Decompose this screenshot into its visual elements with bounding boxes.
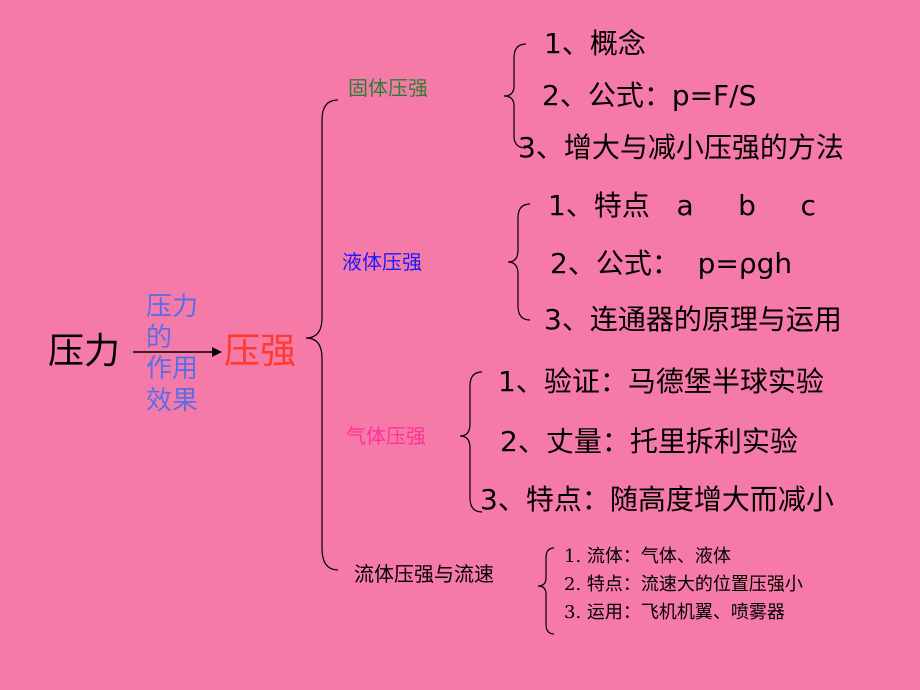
- arrow-head: [212, 347, 222, 357]
- branch-liquid-label: 液体压强: [342, 250, 422, 274]
- brace-liquid: [507, 203, 531, 321]
- target-label: 压强: [224, 331, 297, 372]
- arrow-label-line: 压力: [146, 292, 199, 322]
- liquid-item: 1、特点 a b c: [548, 189, 816, 222]
- solid-item: 1、概念: [544, 27, 646, 60]
- liquid-item: 2、公式： p=ρgh: [550, 247, 793, 280]
- solid-item: 2、公式：p=F/S: [542, 79, 757, 112]
- gas-item: 2、丈量：托里拆利实验: [500, 425, 798, 458]
- liquid-item: 3、连通器的原理与运用: [544, 303, 842, 336]
- brace-fluid: [537, 547, 555, 635]
- arrow-label-line: 的: [146, 323, 173, 354]
- solid-item: 3、增大与减小压强的方法: [518, 131, 844, 164]
- gas-item: 3、特点：随高度增大而减小: [480, 483, 834, 516]
- arrow-label-line: 作用: [146, 354, 199, 385]
- root-label: 压力: [48, 331, 121, 372]
- branch-solid-label: 固体压强: [348, 76, 428, 100]
- brace-gas: [459, 371, 483, 513]
- gas-item: 1、验证：马德堡半球实验: [498, 365, 824, 398]
- fluid-item: 3. 运用：飞机机翼、喷雾器: [564, 602, 785, 623]
- arrow-label-line: 效果: [146, 385, 199, 416]
- fluid-item: 1. 流体：气体、液体: [564, 546, 731, 567]
- branch-fluid-label: 流体压强与流速: [354, 562, 494, 586]
- brace-solid: [503, 43, 527, 149]
- branch-gas-label: 气体压强: [346, 424, 426, 448]
- main-brace: [305, 99, 339, 571]
- arrow-label: 压力 的 作用 效果: [146, 292, 198, 417]
- fluid-item: 2. 特点：流速大的位置压强小: [564, 574, 803, 595]
